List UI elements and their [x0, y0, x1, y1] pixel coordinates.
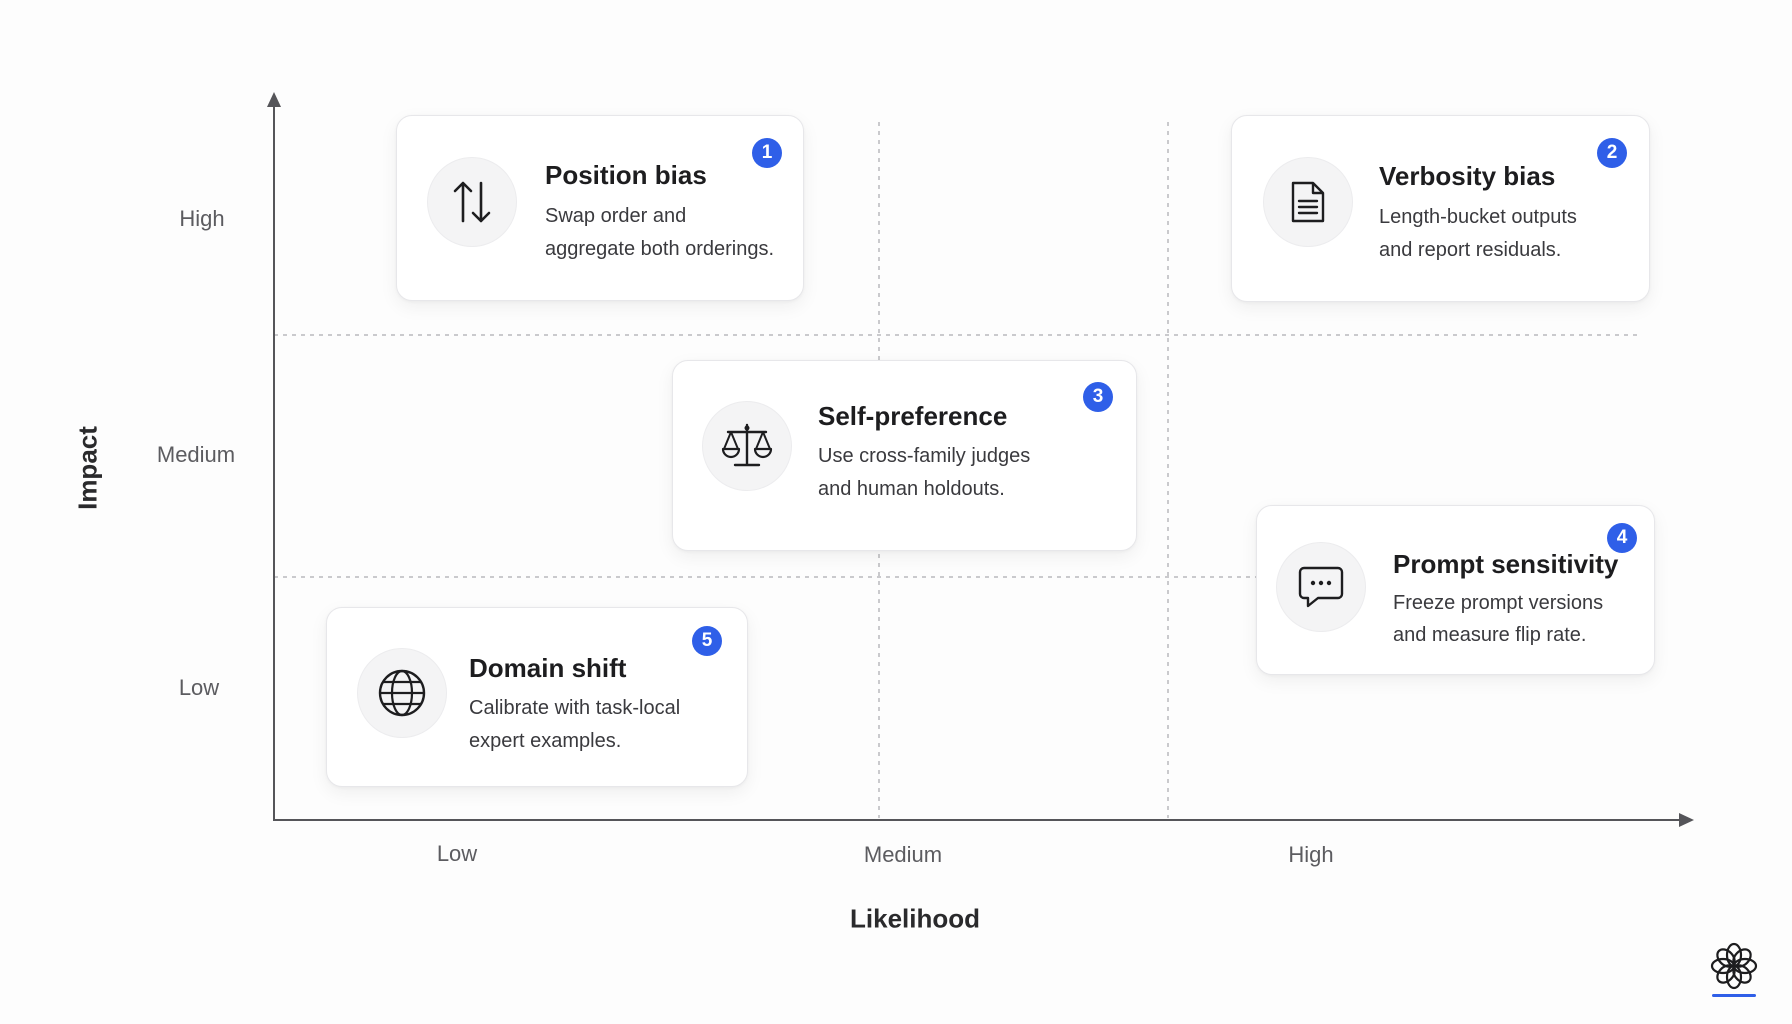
card-title: Domain shift: [469, 653, 627, 683]
number-badge: 2: [1597, 138, 1627, 168]
x-axis-title: Likelihood: [850, 903, 980, 934]
y-axis-title: Impact: [72, 426, 103, 510]
card-desc-line-2: and report residuals.: [1379, 239, 1562, 261]
number-badge: 3: [1083, 382, 1113, 412]
number-badge: 5: [692, 626, 722, 656]
y-axis-arrowhead: [267, 92, 281, 107]
document-icon: [1291, 181, 1325, 223]
scale-icon-container: [702, 401, 792, 491]
flower-logo-icon: [1710, 942, 1758, 990]
document-icon-container: [1263, 157, 1353, 247]
x-tick-high: High: [1288, 842, 1334, 867]
x-tick-medium: Medium: [863, 842, 943, 867]
y-tick-medium: Medium: [156, 442, 236, 467]
chat-bubble-icon: [1298, 566, 1344, 608]
card-title: Verbosity bias: [1379, 161, 1556, 191]
risk-card-prompt-sensitivity: Prompt sensitivity Freeze prompt version…: [1256, 505, 1655, 675]
number-badge: 4: [1607, 523, 1637, 553]
scale-icon: [721, 423, 773, 467]
globe-icon: [378, 669, 426, 717]
card-desc-line-1: Freeze prompt versions: [1393, 592, 1604, 614]
card-desc-line-1: Length-bucket outputs: [1379, 206, 1577, 228]
card-desc-line-1: Swap order and: [545, 205, 687, 227]
number-badge: 1: [752, 138, 782, 168]
card-desc-line-2: and human holdouts.: [818, 478, 1005, 500]
chat-bubble-icon-container: [1276, 542, 1366, 632]
swap-arrows-icon: [453, 181, 491, 223]
risk-card-domain-shift: Domain shift Calibrate with task-local e…: [326, 607, 748, 787]
card-desc-line-1: Use cross-family judges: [818, 445, 1031, 467]
card-desc-line-2: expert examples.: [469, 730, 622, 752]
card-desc-line-2: and measure flip rate.: [1393, 624, 1587, 646]
risk-card-verbosity-bias: Verbosity bias Length-bucket outputs and…: [1231, 115, 1650, 302]
card-title: Position bias: [545, 160, 707, 190]
risk-card-position-bias: Position bias Swap order and aggregate b…: [396, 115, 804, 301]
risk-card-self-preference: Self-preference Use cross-family judges …: [672, 360, 1137, 551]
card-desc-line-1: Calibrate with task-local: [469, 697, 681, 719]
card-title: Prompt sensitivity: [1393, 549, 1619, 579]
x-tick-low: Low: [436, 841, 478, 866]
y-tick-low: Low: [178, 675, 220, 700]
swap-arrows-icon-container: [427, 157, 517, 247]
globe-icon-container: [357, 648, 447, 738]
logo-underline: [1712, 994, 1756, 997]
card-title: Self-preference: [818, 401, 1008, 431]
y-tick-high: High: [179, 206, 225, 231]
card-desc-line-2: aggregate both orderings.: [545, 238, 775, 260]
x-axis-arrowhead: [1679, 813, 1694, 827]
